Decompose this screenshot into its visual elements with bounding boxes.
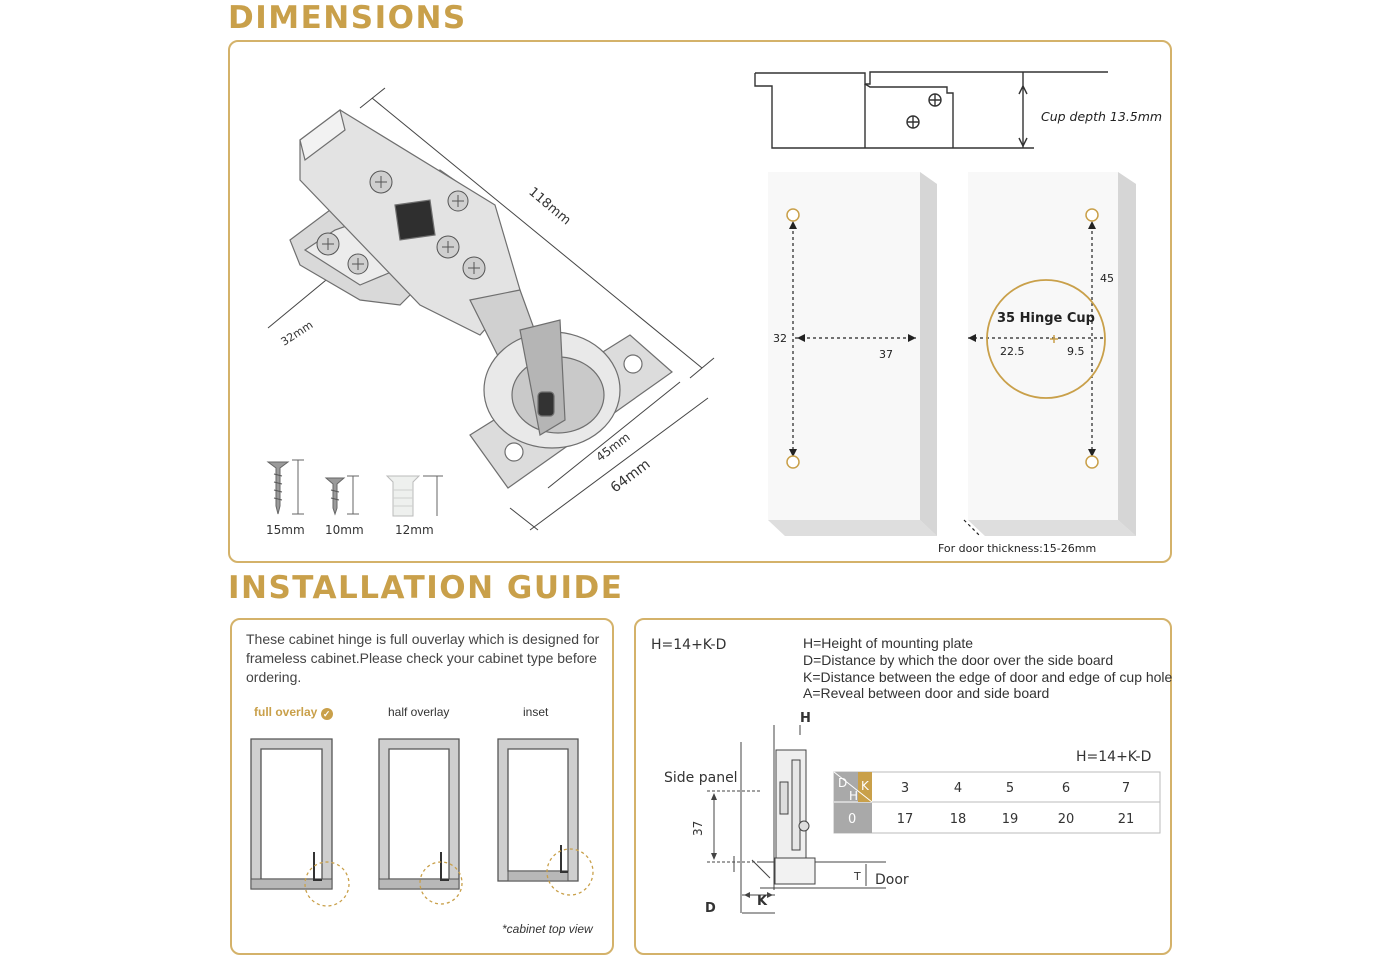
table-k-cell: 6 xyxy=(1062,781,1070,796)
dowel-12mm-icon xyxy=(385,475,443,517)
hinge-cup-circle xyxy=(986,279,1106,399)
table-h-values: 17 18 19 20 21 xyxy=(897,812,1135,827)
installation-heading: INSTALLATION GUIDE xyxy=(228,570,624,606)
hinge-screw xyxy=(436,235,460,259)
table-k-values: 3 4 5 6 7 xyxy=(901,781,1130,796)
k-marker-label: K xyxy=(757,894,768,909)
formula-definition-d: D=Distance by which the door over the si… xyxy=(803,652,1114,668)
overlay-types-frame xyxy=(230,618,614,955)
table-h-cell: 19 xyxy=(1002,812,1019,827)
hinge-screw xyxy=(347,253,369,275)
dim-37-label: 37 xyxy=(691,821,705,836)
formula-definition-k: K=Distance between the edge of door and … xyxy=(803,669,1173,685)
table-h-cell: 20 xyxy=(1058,812,1075,827)
hinge-illustration: 118mm 32mm 45mm 64mm 15mm 10mm 12mm xyxy=(266,87,715,537)
left-dim-37-label: 37 xyxy=(879,348,893,361)
screw-hole-marker xyxy=(1085,455,1099,469)
screw-10mm-label: 10mm xyxy=(325,523,364,537)
table-k-cell: 7 xyxy=(1122,781,1130,796)
formula-definition-h: H=Height of mounting plate xyxy=(803,635,974,651)
screw-samples xyxy=(266,459,443,517)
right-dim-45-label: 45 xyxy=(1100,272,1114,285)
left-dim-32-label: 32 xyxy=(773,332,787,345)
hinge-cup xyxy=(469,319,673,489)
screw-15mm-label: 15mm xyxy=(266,523,305,537)
hinge-screw xyxy=(316,232,340,256)
overlay-label-full-text: full overlay xyxy=(254,705,318,719)
overlay-label-inset: inset xyxy=(523,705,549,719)
hinge-screw xyxy=(462,256,486,280)
hinge-screw xyxy=(447,190,469,212)
formula-definition-a: A=Reveal between door and side board xyxy=(803,685,1050,701)
door-thickness-note: For door thickness:15-26mm xyxy=(938,542,1096,555)
right-dim-9-5-label: 9.5 xyxy=(1067,345,1085,358)
hinge-cup-label: 35 Hinge Cup xyxy=(997,311,1095,326)
dim-64-label: 64mm xyxy=(608,456,654,496)
table-corner-k: K xyxy=(861,779,870,793)
check-badge-icon: ✓ xyxy=(320,708,333,720)
table-h-cell: 18 xyxy=(950,812,967,827)
table-d-value: 0 xyxy=(848,812,856,827)
screw-15mm-icon xyxy=(266,459,304,515)
h-value-table: D H K 0 3 4 5 6 7 17 18 19 20 21 xyxy=(833,771,1161,834)
cup-depth-label: Cup depth 13.5mm xyxy=(1041,109,1162,124)
panel-left xyxy=(768,172,937,536)
formula-title: H=14+K-D xyxy=(651,637,727,653)
hinge-screw xyxy=(369,170,393,194)
h-marker-label: H xyxy=(800,711,811,726)
dowel-12mm-label: 12mm xyxy=(395,523,434,537)
side-panel-label: Side panel xyxy=(664,770,738,786)
cup-depth-diagram xyxy=(754,71,1108,149)
dim-32-label: 32mm xyxy=(279,318,316,348)
side-panel-diagram: Side panel Door H D K T 37 xyxy=(664,711,909,916)
door-label: Door xyxy=(875,872,909,888)
screw-10mm-icon xyxy=(324,475,359,516)
panel-right xyxy=(968,172,1136,536)
table-k-cell: 5 xyxy=(1006,781,1014,796)
screw-hole-marker xyxy=(786,208,800,222)
half-overlay-diagram xyxy=(378,738,463,905)
table-k-cell: 3 xyxy=(901,781,909,796)
overlay-diagrams xyxy=(250,738,594,907)
dim-118-label: 118mm xyxy=(525,185,573,229)
right-dim-22-5-label: 22.5 xyxy=(1000,345,1025,358)
table-k-cell: 4 xyxy=(954,781,962,796)
dimensions-heading: DIMENSIONS xyxy=(228,0,467,36)
cabinet-top-view-note: *cabinet top view xyxy=(502,922,593,936)
table-corner-h: H xyxy=(849,789,858,803)
overlay-label-half: half overlay xyxy=(388,705,450,719)
inset-diagram xyxy=(497,738,594,896)
screw-hole-marker xyxy=(786,455,800,469)
table-h-cell: 17 xyxy=(897,812,914,827)
dim-line-118 xyxy=(371,97,703,369)
table-formula-title: H=14+K-D xyxy=(1076,749,1152,765)
overlay-label-full: full overlay ✓ xyxy=(254,705,333,720)
screw-hole-marker xyxy=(1085,208,1099,222)
table-corner-d: D xyxy=(838,776,847,790)
t-marker-label: T xyxy=(853,870,861,883)
full-overlay-diagram xyxy=(250,738,350,907)
table-h-cell: 21 xyxy=(1118,812,1135,827)
drilling-diagram: Cup depth 13.5mm 32 37 45 35 Hinge Cup 2… xyxy=(754,71,1162,555)
overlay-description: These cabinet hinge is full ouverlay whi… xyxy=(246,631,600,685)
d-marker-label: D xyxy=(705,901,716,916)
